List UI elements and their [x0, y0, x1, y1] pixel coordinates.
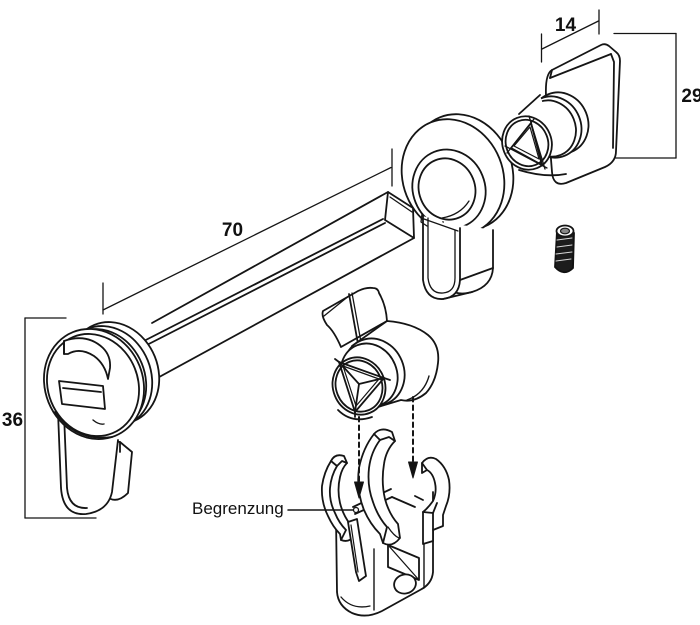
svg-text:36: 36 [2, 410, 23, 431]
svg-text:14: 14 [555, 15, 577, 36]
svg-text:29: 29 [681, 86, 700, 107]
svg-text:70: 70 [222, 220, 243, 241]
svg-text:Begrenzung: Begrenzung [192, 499, 284, 518]
